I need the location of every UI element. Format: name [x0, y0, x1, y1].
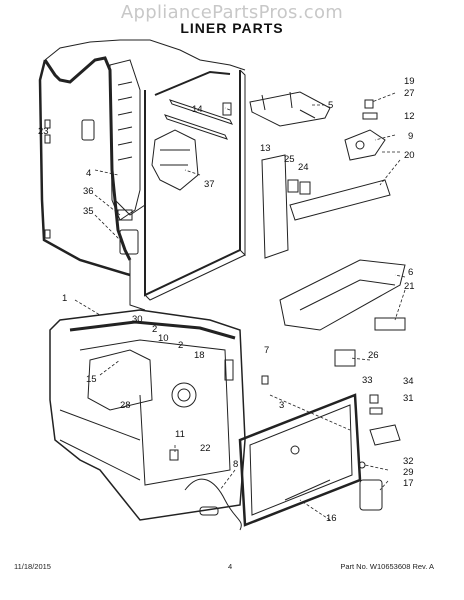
- callout-6: 6: [408, 267, 413, 278]
- callout-32: 32: [403, 456, 414, 467]
- air-tower: [109, 59, 146, 255]
- housing-17: [359, 479, 383, 511]
- callout-31: 31: [403, 393, 414, 404]
- callout-27: 27: [404, 88, 415, 99]
- control-housing: [261, 154, 311, 259]
- footer-page: 4: [228, 562, 233, 571]
- callout-17: 17: [403, 478, 414, 489]
- callout-9: 9: [408, 131, 413, 142]
- door-liner: [238, 393, 362, 527]
- callout-22: 22: [200, 443, 211, 454]
- hinge-bracket-12: [344, 129, 386, 161]
- footer-date: 11/18/2015: [14, 562, 51, 571]
- watermark: AppliancePartsPros.com: [120, 2, 344, 23]
- cover-20: [289, 179, 391, 221]
- callout-33: 33: [362, 375, 373, 386]
- callout-8: 8: [233, 459, 238, 470]
- callout-1: 23: [38, 126, 49, 137]
- callout-35: 35: [83, 206, 94, 217]
- callout-28: 28: [120, 400, 131, 411]
- panel-21: [374, 317, 406, 331]
- part-32: [369, 424, 401, 446]
- crisper-frame-6: [279, 259, 406, 367]
- upper-liner: [38, 39, 246, 311]
- callout-37: 37: [204, 179, 215, 190]
- callout-30: 30: [132, 314, 143, 325]
- callout-21: 21: [404, 281, 415, 292]
- part-34: [369, 407, 383, 415]
- callout-11: 11: [175, 429, 185, 440]
- callout-36: 36: [83, 186, 94, 197]
- part-33: [369, 394, 379, 404]
- callout-12: 12: [404, 111, 415, 122]
- part-7: [261, 375, 269, 385]
- bracket-37: [151, 129, 199, 191]
- callout-26: 26: [368, 350, 379, 361]
- shelf-rails: [154, 70, 233, 140]
- shelf-support-5: [249, 91, 331, 127]
- callout-3: 3: [279, 400, 284, 411]
- callout-20: 20: [404, 150, 415, 161]
- lower-liner: [49, 309, 246, 521]
- callout-4: 4: [86, 168, 91, 179]
- callout-29: 29: [403, 467, 414, 478]
- callout-2b: 2: [178, 340, 183, 351]
- part-29: [358, 461, 366, 469]
- part-26: [334, 349, 356, 367]
- callout-15: 15: [86, 374, 97, 385]
- callout-19: 19: [404, 76, 415, 87]
- callout-14: 14: [192, 104, 203, 115]
- callout-10: 10: [158, 333, 169, 344]
- footer-part-number: Part No. W10653608 Rev. A: [340, 562, 434, 571]
- callout-1b: 1: [62, 293, 67, 304]
- clip-27: [362, 112, 378, 120]
- callout-7: 7: [264, 345, 269, 356]
- callout-2a: 2: [152, 324, 157, 335]
- callout-24: 24: [298, 162, 309, 173]
- callout-18: 18: [194, 350, 205, 361]
- callout-5: 5: [328, 100, 333, 111]
- callout-34: 34: [403, 376, 414, 387]
- diagram-title: LINER PARTS: [180, 20, 284, 36]
- callout-13: 13: [260, 143, 271, 154]
- wire-harness: [184, 478, 242, 531]
- callout-25: 25: [284, 154, 295, 165]
- callout-16: 16: [326, 513, 337, 524]
- cap-19: [364, 99, 374, 109]
